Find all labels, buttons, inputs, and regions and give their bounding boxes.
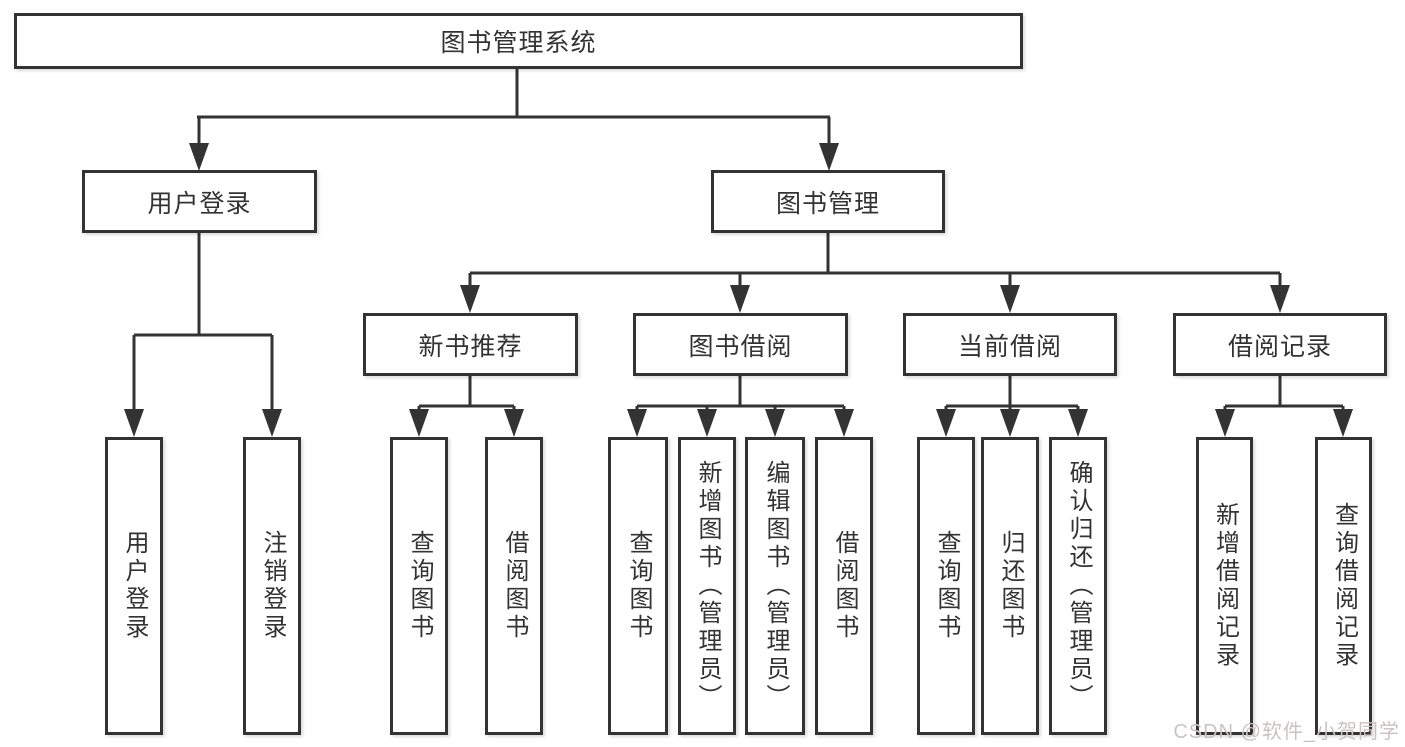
leaf-query-book-borrow: 查询图书 <box>608 437 668 735</box>
node-label: 新增借阅记录 <box>1211 502 1239 670</box>
leaf-borrow-book-recommend: 借阅图书 <box>485 437 543 735</box>
arrow-down-icon <box>697 409 717 437</box>
node-book-management: 图书管理 <box>711 170 945 233</box>
node-label: 查询借阅记录 <box>1330 502 1358 670</box>
arrow-down-icon <box>730 285 750 313</box>
arrow-down-icon <box>1333 409 1353 437</box>
arrow-down-icon <box>124 409 144 437</box>
edge-new-book-recommend <box>417 375 516 412</box>
leaf-query-borrow-record: 查询借阅记录 <box>1315 437 1372 735</box>
node-label: 确认归还（管理员） <box>1065 460 1092 712</box>
node-label: 图书借阅 <box>688 332 793 361</box>
edge-root <box>197 69 831 146</box>
leaf-add-book-admin: 新增图书（管理员） <box>678 437 736 735</box>
node-label: 注销登录 <box>259 530 286 642</box>
node-label: 查询图书 <box>406 530 433 642</box>
leaf-query-book-current: 查询图书 <box>917 437 975 735</box>
edge-borrow-records <box>1223 375 1345 412</box>
leaf-logout-login: 注销登录 <box>243 437 301 735</box>
node-user-login: 用户登录 <box>82 170 317 233</box>
node-label: 借阅图书 <box>831 530 858 642</box>
leaf-add-borrow-record: 新增借阅记录 <box>1196 437 1253 735</box>
node-label: 用户登录 <box>121 530 148 642</box>
arrow-down-icon <box>1270 285 1290 313</box>
arrow-down-icon <box>1068 409 1088 437</box>
leaf-borrow-book: 借阅图书 <box>815 437 873 735</box>
arrow-down-icon <box>834 409 854 437</box>
arrow-down-icon <box>819 143 839 171</box>
arrow-down-icon <box>1215 409 1235 437</box>
leaf-user-login: 用户登录 <box>105 437 163 735</box>
arrow-down-icon <box>627 409 647 437</box>
edge-book-management <box>468 233 1282 288</box>
node-book-borrow: 图书借阅 <box>633 313 848 376</box>
tree-edges <box>132 69 1345 412</box>
leaf-query-book-recommend: 查询图书 <box>390 437 448 735</box>
arrow-down-icon <box>504 409 524 437</box>
arrow-down-icon <box>936 409 956 437</box>
node-label: 借阅记录 <box>1227 332 1332 361</box>
node-label: 图书管理 <box>775 189 880 218</box>
leaf-edit-book-admin: 编辑图书（管理员） <box>745 437 805 735</box>
node-label: 新书推荐 <box>418 332 523 361</box>
arrow-down-icon <box>460 285 480 313</box>
node-borrow-records: 借阅记录 <box>1173 313 1387 376</box>
edge-user-login <box>132 233 274 412</box>
node-label: 查询图书 <box>625 530 652 642</box>
csdn-watermark: CSDN @软件_小贺同学 <box>1173 721 1400 743</box>
edge-book-borrow <box>635 375 846 412</box>
node-current-borrow: 当前借阅 <box>903 313 1117 376</box>
arrow-down-icon <box>1000 285 1020 313</box>
arrowheads <box>124 143 1353 437</box>
node-label: 编辑图书（管理员） <box>762 460 789 712</box>
node-label: 查询图书 <box>933 530 960 642</box>
node-label: 当前借阅 <box>957 332 1062 361</box>
arrow-down-icon <box>189 143 209 171</box>
arrow-down-icon <box>262 409 282 437</box>
edge-current-borrow <box>944 375 1080 412</box>
leaf-return-book: 归还图书 <box>981 437 1039 735</box>
arrow-down-icon <box>765 409 785 437</box>
node-label: 用户登录 <box>147 189 252 218</box>
node-label: 新增图书（管理员） <box>694 460 721 712</box>
leaf-confirm-return-admin: 确认归还（管理员） <box>1049 437 1107 735</box>
node-label: 归还图书 <box>997 530 1024 642</box>
node-library-management-system: 图书管理系统 <box>14 13 1023 69</box>
node-label: 借阅图书 <box>501 530 528 642</box>
node-label: 图书管理系统 <box>440 29 597 57</box>
node-new-book-recommend: 新书推荐 <box>363 313 578 376</box>
arrow-down-icon <box>409 409 429 437</box>
arrow-down-icon <box>1000 409 1020 437</box>
